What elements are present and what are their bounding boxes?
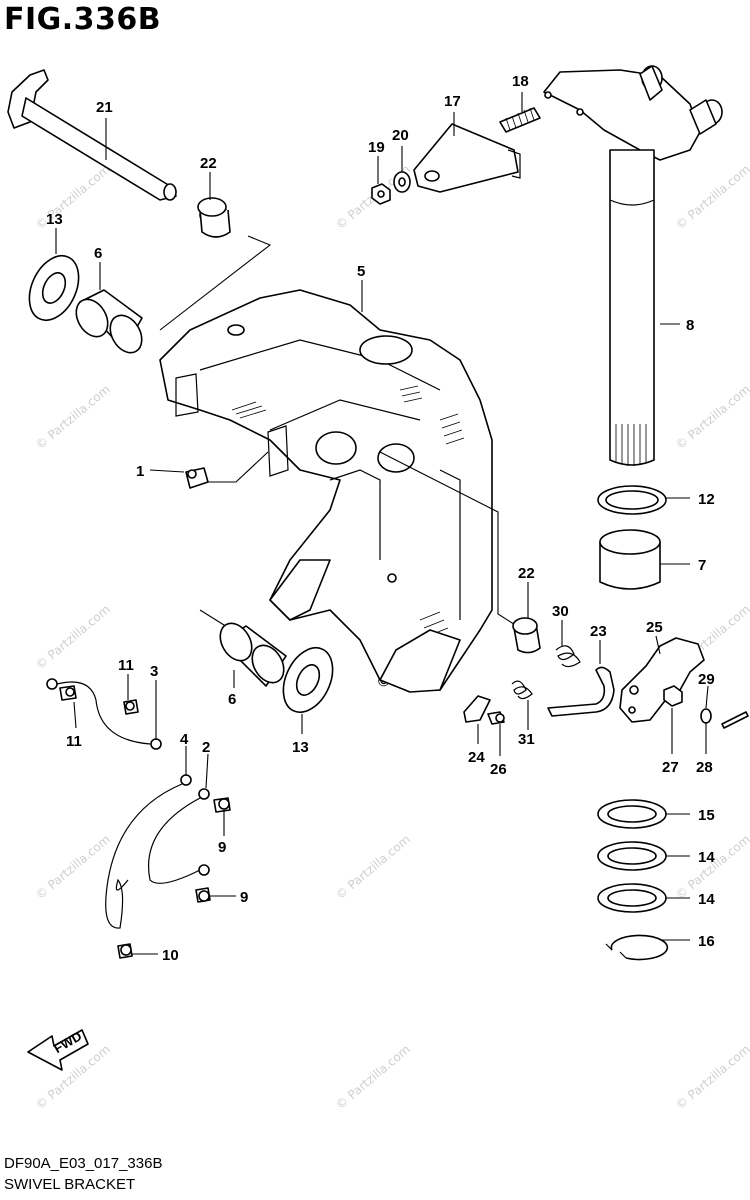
callout-3: 3 xyxy=(150,663,158,680)
part-11-bolt xyxy=(123,699,139,715)
part-8-steering-shaft xyxy=(543,65,723,466)
part-12-washer-hole xyxy=(605,490,659,510)
callout-22-lower: 22 xyxy=(518,565,535,582)
part-29-pin xyxy=(721,711,749,729)
watermark: © Partzilla.com xyxy=(33,382,113,452)
part-16-snap-ring xyxy=(605,934,669,961)
part-10-bolt xyxy=(117,943,133,959)
part-11-bolt xyxy=(59,685,77,701)
figure-title: FIG.336B xyxy=(4,2,162,37)
callout-14: 14 xyxy=(698,891,715,908)
part-22-bushing xyxy=(197,197,231,238)
callout-30: 30 xyxy=(552,603,569,620)
callout-21: 21 xyxy=(96,99,113,116)
callout-28: 28 xyxy=(696,759,713,776)
ground-wire-2 xyxy=(148,788,210,884)
callout-4: 4 xyxy=(180,731,189,748)
callout-9: 9 xyxy=(218,839,226,856)
part-22-bushing xyxy=(512,617,541,654)
callout-22: 22 xyxy=(200,155,217,172)
watermark: © Partzilla.com xyxy=(333,1042,413,1112)
callout-12: 12 xyxy=(698,491,715,508)
callout-labels: 21 22 13 6 5 17 18 19 20 8 12 7 1 22 30 … xyxy=(46,73,715,964)
guide-line xyxy=(159,235,272,331)
callout-2: 2 xyxy=(202,739,210,756)
part-6-bushing xyxy=(219,622,287,687)
guide-line xyxy=(208,451,269,483)
part-9-bolt xyxy=(195,887,211,903)
callout-29: 29 xyxy=(698,671,715,688)
watermark: © Partzilla.com xyxy=(33,602,113,672)
callout-16: 16 xyxy=(698,933,715,950)
part-24-plate xyxy=(463,695,491,723)
part-5-swivel-bracket xyxy=(159,289,493,693)
part-7-bushing xyxy=(599,529,661,590)
part-9-bolt xyxy=(213,797,231,813)
guide-line xyxy=(379,451,521,629)
watermark: © Partzilla.com xyxy=(673,162,750,232)
callout-13-lower: 13 xyxy=(292,739,309,756)
part-23-lever xyxy=(547,666,615,717)
part-30-spring xyxy=(555,645,581,668)
callout-6-lower: 6 xyxy=(228,691,236,708)
watermark: © Partzilla.com xyxy=(333,832,413,902)
watermark: © Partzilla.com xyxy=(673,382,750,452)
callout-14: 14 xyxy=(698,849,715,866)
callout-13: 13 xyxy=(46,211,63,228)
part-14-washer xyxy=(597,841,667,871)
callout-11: 11 xyxy=(118,657,134,674)
figure-code: DF90A_E03_017_336B xyxy=(4,1155,163,1172)
callout-24: 24 xyxy=(468,749,485,766)
part-13-washer xyxy=(282,647,334,713)
ground-wire-4 xyxy=(105,774,192,929)
callout-7: 7 xyxy=(698,557,706,574)
callout-26: 26 xyxy=(490,761,507,778)
callout-10: 10 xyxy=(162,947,179,964)
callout-17: 17 xyxy=(444,93,461,110)
part-1-grease-nipple xyxy=(185,467,209,489)
callout-8: 8 xyxy=(686,317,694,334)
callout-20: 20 xyxy=(392,127,409,144)
part-18-bolt xyxy=(499,107,541,133)
part-31-spring xyxy=(511,680,533,700)
callout-23: 23 xyxy=(590,623,607,640)
part-28-washer xyxy=(700,708,712,724)
part-6-bushing xyxy=(75,289,143,354)
callout-25: 25 xyxy=(646,619,663,636)
part-26-bolt xyxy=(487,711,505,725)
callout-1: 1 xyxy=(136,463,144,480)
watermark: © Partzilla.com xyxy=(673,1042,750,1112)
watermark: © Partzilla.com xyxy=(33,832,113,902)
callout-11: 11 xyxy=(66,733,82,750)
part-25-bracket xyxy=(619,637,705,723)
part-17-bracket xyxy=(413,123,521,193)
part-19-nut xyxy=(371,183,391,205)
callout-5: 5 xyxy=(357,263,365,280)
part-15-shim xyxy=(597,799,667,829)
callout-18: 18 xyxy=(512,73,529,90)
callout-27: 27 xyxy=(662,759,679,776)
callout-31: 31 xyxy=(518,731,535,748)
callout-19: 19 xyxy=(368,139,385,156)
part-13-washer xyxy=(28,255,80,321)
callout-leaders xyxy=(55,92,709,955)
watermark: © Partzilla.com xyxy=(33,162,113,232)
part-14-washer xyxy=(597,883,667,913)
callout-15: 15 xyxy=(698,807,715,824)
ground-wire-3 xyxy=(46,678,162,750)
figure-name: SWIVEL BRACKET xyxy=(4,1176,136,1193)
callout-9: 9 xyxy=(240,889,248,906)
part-21-tilt-shaft xyxy=(7,69,177,201)
part-20-washer xyxy=(393,171,411,193)
part-27-nut xyxy=(663,685,683,707)
callout-6: 6 xyxy=(94,245,102,262)
